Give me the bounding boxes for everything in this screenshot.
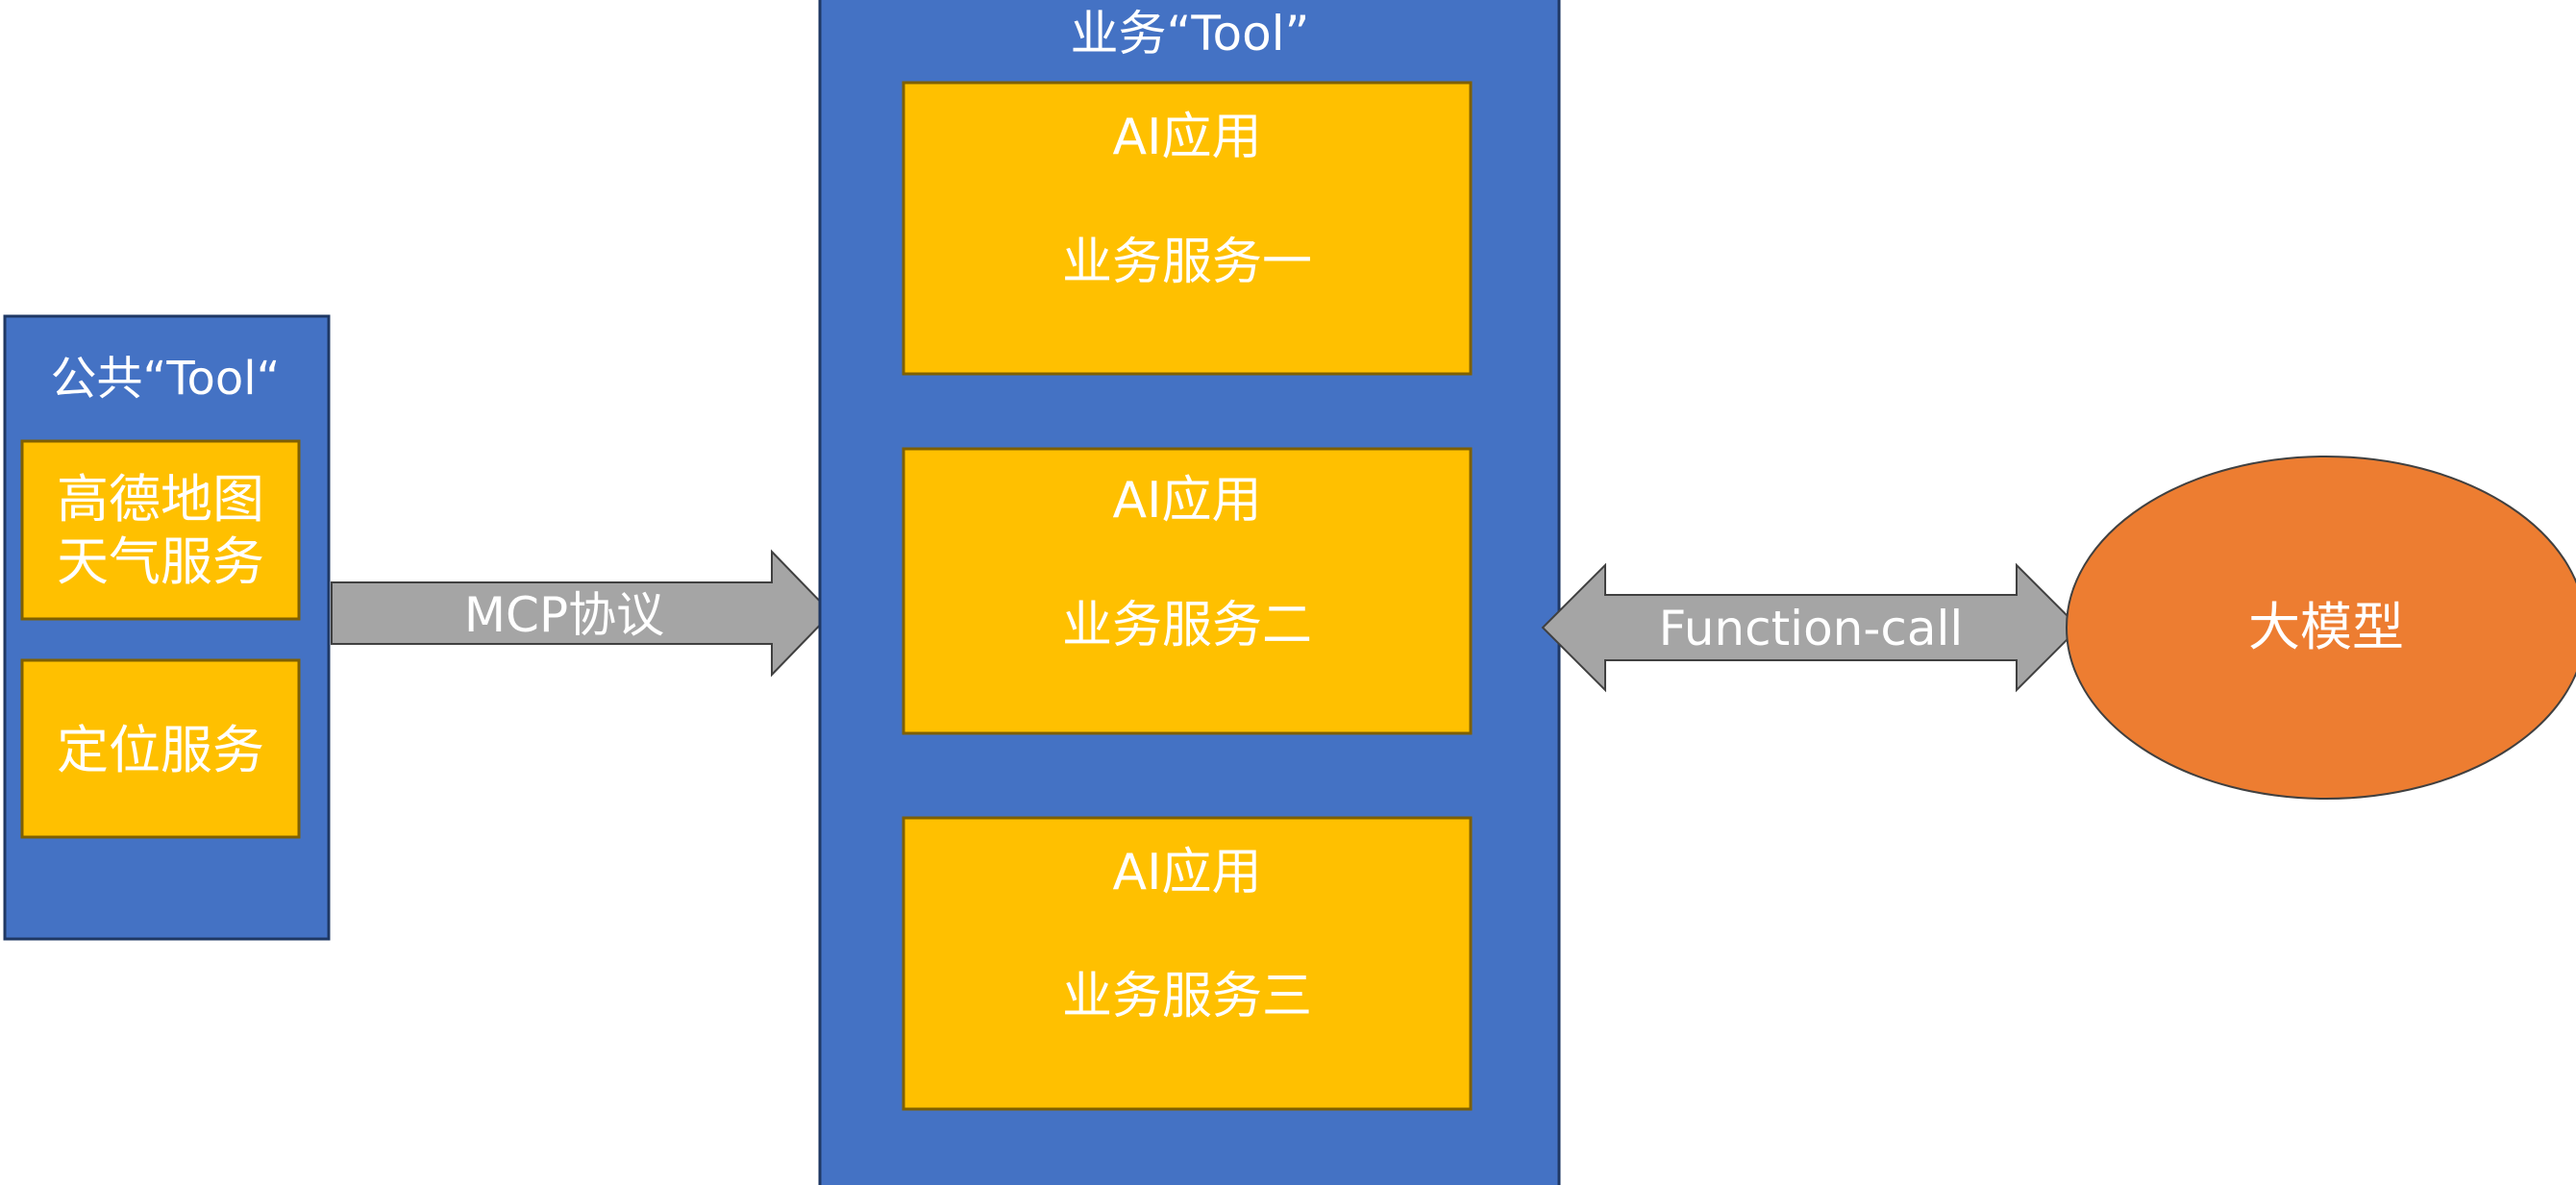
public-tool-container bbox=[3, 314, 331, 941]
service-2-app-label: AI应用 bbox=[1113, 472, 1262, 530]
service-1-name-label: 业务服务一 bbox=[1062, 234, 1312, 291]
map-weather-label-line1: 高德地图 bbox=[57, 469, 264, 530]
service-3-app-label: AI应用 bbox=[1113, 844, 1262, 901]
location-label: 定位服务 bbox=[57, 720, 264, 780]
business-tool-title: 业务“Tool” bbox=[1071, 6, 1310, 62]
large-model-ellipse bbox=[2066, 456, 2576, 800]
service-box-2 bbox=[902, 447, 1473, 735]
large-model-label: 大模型 bbox=[2248, 597, 2404, 657]
mcp-arrow-label: MCP协议 bbox=[464, 587, 664, 643]
service-2-name-label: 业务服务二 bbox=[1062, 597, 1312, 654]
public-tool-title: 公共“Tool“ bbox=[51, 352, 281, 406]
service-box-3 bbox=[902, 816, 1473, 1111]
map-weather-box bbox=[20, 439, 301, 621]
service-1-app-label: AI应用 bbox=[1113, 109, 1262, 166]
mcp-arrow bbox=[331, 549, 833, 678]
service-3-name-label: 业务服务三 bbox=[1062, 968, 1312, 1025]
function-call-label: Function-call bbox=[1659, 601, 1964, 656]
service-box-1 bbox=[902, 81, 1473, 376]
location-box bbox=[20, 658, 301, 839]
map-weather-label-line2: 天气服务 bbox=[57, 531, 264, 592]
